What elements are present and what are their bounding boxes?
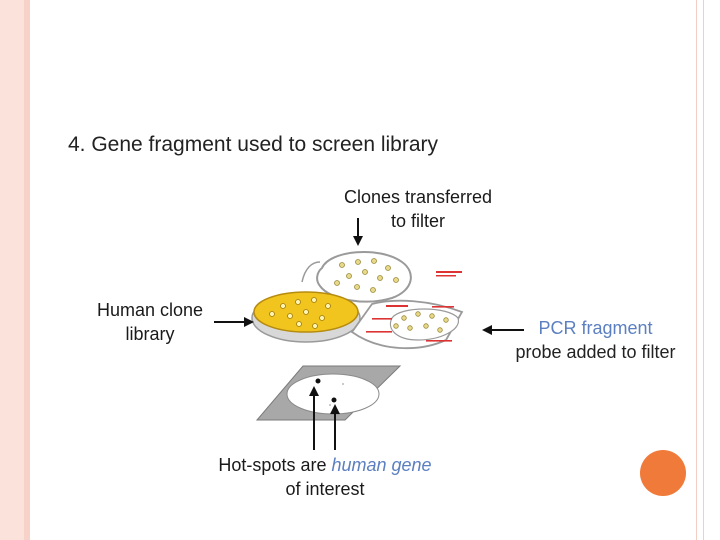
hot-spot-2 (331, 397, 337, 403)
label-pcr-fragment: PCR fragment probe added to filter (498, 316, 693, 364)
slide-title: 4. Gene fragment used to screen library (68, 133, 439, 156)
slide-frame-right-line (696, 0, 697, 540)
probe-filter-sheet (350, 299, 464, 350)
pcr-line-1: PCR fragment (538, 318, 653, 338)
clones-line-2: to filter (390, 211, 446, 231)
arrow-hot-right (330, 404, 340, 450)
hot-line-2: of interest (285, 479, 365, 499)
hot-spot-1 (315, 378, 321, 384)
hot-line-1: Hot-spots are human gene (190, 453, 460, 477)
arrow-clones (353, 218, 363, 246)
filter-colonies (334, 258, 399, 293)
slide-frame-left-inner (24, 0, 30, 540)
arrow-human (214, 317, 254, 327)
label-hot-spots: Hot-spots are human gene of interest (190, 453, 460, 501)
slide-frame-right-line-2 (703, 0, 704, 540)
transfer-curve (301, 261, 321, 283)
transfer-filter (316, 251, 462, 303)
hot-accent: human gene (331, 455, 432, 475)
arrow-pcr (482, 325, 524, 335)
autoradiograph-film (255, 365, 402, 421)
arrow-hot-left (309, 386, 319, 450)
human-line-2: library (125, 324, 175, 344)
clones-line-1: Clones transferred (343, 187, 493, 207)
filter-tag (436, 271, 462, 277)
hot-prefix: Hot-spots are (218, 455, 332, 475)
pcr-line-2: probe added to filter (515, 342, 676, 362)
label-clones-transferred: Clones transferred to filter (328, 185, 508, 233)
decorative-orange-circle (640, 450, 686, 496)
library-plate (251, 291, 361, 343)
human-line-1: Human clone (96, 300, 204, 320)
label-human-clone-library: Human clone library (80, 298, 220, 346)
